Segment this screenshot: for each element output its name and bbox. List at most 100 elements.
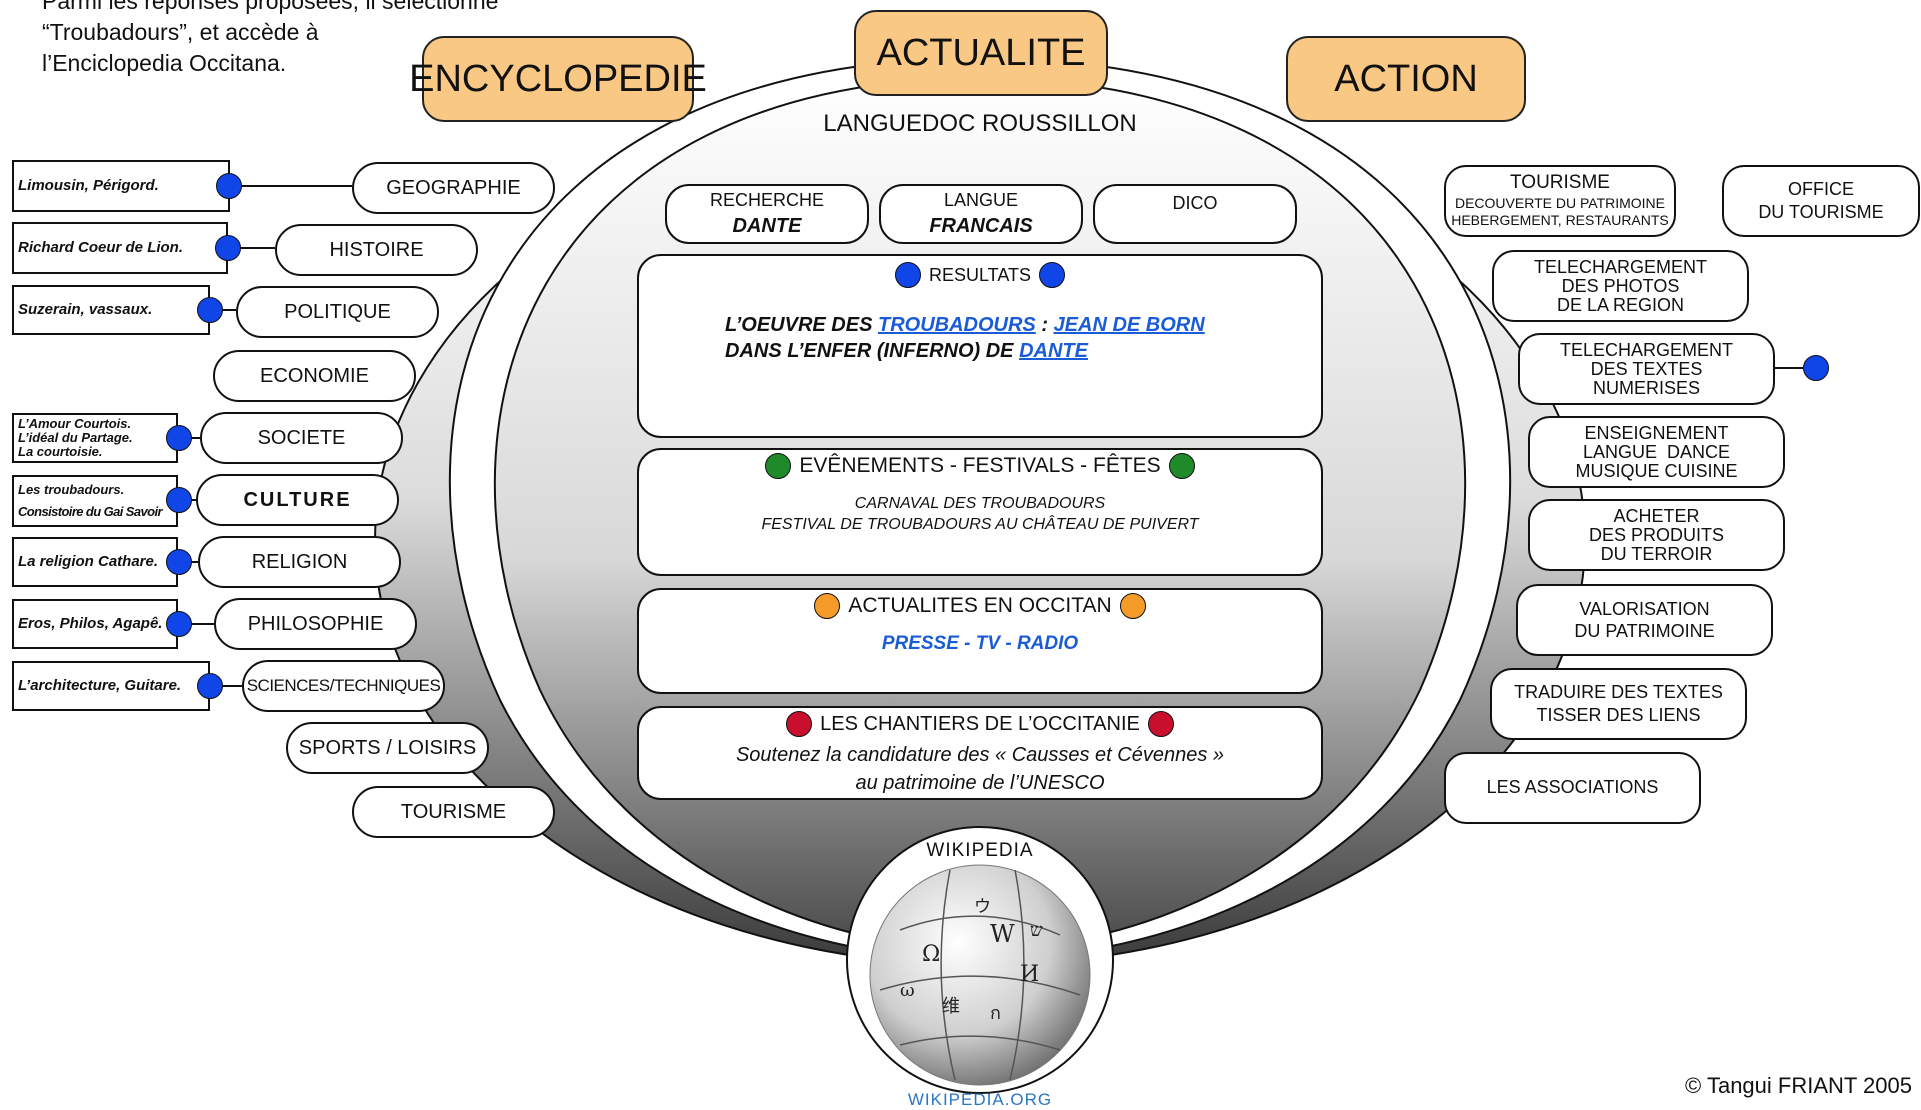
category-politique[interactable]: POLITIQUE: [236, 286, 439, 338]
category-sciences[interactable]: SCIENCES/TECHNIQUES: [242, 660, 445, 712]
note-politique[interactable]: Suzerain, vassaux.: [12, 285, 210, 335]
actualites-title-text: ACTUALITES EN OCCITAN: [848, 594, 1112, 617]
category-label: SCIENCES/TECHNIQUES: [246, 675, 441, 695]
chantiers-body: Soutenez la candidature des « Causses et…: [639, 741, 1321, 797]
action-tourisme[interactable]: TOURISME DECOUVERTE DU PATRIMOINE HEBERG…: [1444, 165, 1676, 237]
action-enseignement[interactable]: ENSEIGNEMENT LANGUE DANCE MUSIQUE CUISIN…: [1528, 416, 1785, 488]
category-label: TOURISME: [400, 801, 507, 823]
blue-dot-icon[interactable]: [166, 611, 192, 637]
category-philosophie[interactable]: PHILOSOPHIE: [214, 598, 417, 650]
actualite-header[interactable]: ACTUALITE: [854, 10, 1108, 96]
category-culture[interactable]: CULTURE: [196, 474, 399, 526]
action-associations[interactable]: LES ASSOCIATIONS: [1444, 752, 1701, 824]
intro-line-1: Parmi les réponses proposées, il sélecti…: [42, 0, 499, 14]
resultats-line-2: DANS L’ENFER (INFERNO) DE DANTE: [725, 338, 1321, 364]
actualites-panel[interactable]: ACTUALITES EN OCCITAN PRESSE - TV - RADI…: [637, 588, 1323, 694]
action-traduire[interactable]: TRADUIRE DES TEXTES TISSER DES LIENS: [1490, 668, 1747, 740]
resultats-panel: RESULTATS L’OEUVRE DES TROUBADOURS : JEA…: [637, 254, 1323, 438]
note-text: L’Amour Courtois.: [18, 416, 132, 431]
blue-dot-icon[interactable]: [197, 297, 223, 323]
globe-glyph: ก: [990, 1003, 1001, 1024]
category-geographie[interactable]: GEOGRAPHIE: [352, 162, 555, 214]
blue-dot-icon: [1039, 262, 1065, 288]
category-religion[interactable]: RELIGION: [198, 536, 401, 588]
category-economie[interactable]: ECONOMIE: [213, 350, 416, 402]
red-dot-icon: [1147, 711, 1174, 737]
category-societe[interactable]: SOCIETE: [200, 412, 403, 464]
intro-line-2: “Troubadours”, et accède à: [42, 19, 319, 45]
action-tourisme-sub1: DECOUVERTE DU PATRIMOINE: [1454, 195, 1666, 212]
blue-dot-icon[interactable]: [215, 235, 241, 261]
action-acheter[interactable]: ACHETER DES PRODUITS DU TERROIR: [1528, 499, 1785, 571]
recherche-value: DANTE: [732, 214, 802, 237]
blue-dot-icon[interactable]: [166, 487, 192, 513]
evenements-line-2: FESTIVAL DE TROUBADOURS AU CHÂTEAU DE PU…: [761, 516, 1199, 533]
action-header[interactable]: ACTION: [1286, 36, 1526, 122]
category-label: SPORTS / LOISIRS: [298, 737, 477, 759]
wikipedia-url[interactable]: WIKIPEDIA.ORG: [907, 1090, 1053, 1109]
action-enseignement-line-1: ENSEIGNEMENT: [1584, 422, 1729, 443]
action-textes[interactable]: TELECHARGEMENT DES TEXTES NUMERISES: [1518, 333, 1775, 405]
action-textes-line-2: DES TEXTES: [1590, 358, 1703, 379]
blue-dot-icon[interactable]: [166, 425, 192, 451]
category-tourisme[interactable]: TOURISME: [352, 786, 555, 838]
action-acheter-line-3: DU TERROIR: [1600, 543, 1713, 564]
wikipedia-logo-icon[interactable]: Ω W И ウ 维 ω ש ก: [880, 880, 1080, 1070]
globe-sphere: [869, 864, 1091, 1086]
actualites-text[interactable]: PRESSE - TV - RADIO: [881, 633, 1079, 654]
recherche-field[interactable]: RECHERCHE DANTE: [665, 184, 869, 244]
resultats-body: L’OEUVRE DES TROUBADOURS : JEAN DE BORN …: [725, 312, 1321, 364]
blue-dot-icon[interactable]: [197, 673, 223, 699]
action-enseignement-line-2: LANGUE DANCE: [1582, 441, 1731, 462]
action-tourisme-title: TOURISME: [1510, 172, 1610, 194]
orange-dot-icon: [1119, 593, 1146, 619]
category-label: ECONOMIE: [260, 365, 369, 387]
evenements-panel[interactable]: EVÊNEMENTS - FESTIVALS - FÊTES CARNAVAL …: [637, 448, 1323, 576]
note-histoire[interactable]: Richard Coeur de Lion.: [12, 222, 228, 274]
green-dot-icon: [1168, 453, 1195, 479]
category-sports[interactable]: SPORTS / LOISIRS: [286, 722, 489, 774]
actualites-title: ACTUALITES EN OCCITAN: [639, 593, 1321, 619]
note-culture[interactable]: Les troubadours. Consistoire du Gai Savo…: [12, 475, 178, 527]
dico-field[interactable]: DICO: [1093, 184, 1297, 244]
note-religion[interactable]: La religion Cathare.: [12, 537, 178, 587]
evenements-body: CARNAVAL DES TROUBADOURS FESTIVAL DE TRO…: [639, 493, 1321, 535]
category-label: SOCIETE: [257, 427, 346, 449]
action-photos[interactable]: TELECHARGEMENT DES PHOTOS DE LA REGION: [1492, 250, 1749, 322]
evenements-line-1: CARNAVAL DES TROUBADOURS: [854, 495, 1106, 512]
langue-select[interactable]: LANGUE FRANCAIS: [879, 184, 1083, 244]
blue-dot-icon[interactable]: [216, 173, 242, 199]
category-label: CULTURE: [243, 489, 352, 511]
category-label: RELIGION: [251, 551, 348, 573]
intro-line-3: l’Enciclopedia Occitana.: [42, 50, 287, 76]
intro-text: Parmi les réponses proposées, il sélecti…: [42, 0, 602, 79]
note-geographie[interactable]: Limousin, Périgord.: [12, 160, 230, 212]
note-societe[interactable]: L’Amour Courtois. L’idéal du Partage. La…: [12, 413, 178, 463]
resultats-title-text: RESULTATS: [928, 264, 1031, 285]
category-histoire[interactable]: HISTOIRE: [275, 224, 478, 276]
note-philosophie[interactable]: Eros, Philos, Agapê.: [12, 599, 178, 649]
blue-dot-icon[interactable]: [166, 549, 192, 575]
category-label: POLITIQUE: [284, 301, 391, 323]
orange-dot-icon: [814, 593, 841, 619]
green-dot-icon: [765, 453, 792, 479]
recherche-label: RECHERCHE: [709, 190, 824, 211]
action-associations-line-1: LES ASSOCIATIONS: [1486, 777, 1659, 798]
category-label: GEOGRAPHIE: [386, 177, 521, 199]
jean-de-born-link[interactable]: JEAN DE BORN: [1053, 314, 1205, 336]
note-text: Richard Coeur de Lion.: [18, 239, 184, 257]
globe-glyph: Ω: [922, 942, 941, 967]
note-sciences[interactable]: L’architecture, Guitare.: [12, 661, 210, 711]
action-office-line-1: OFFICE: [1788, 178, 1854, 199]
evenements-title-text: EVÊNEMENTS - FESTIVALS - FÊTES: [799, 454, 1161, 477]
action-office[interactable]: OFFICE DU TOURISME: [1722, 165, 1920, 237]
resultats-line-1: L’OEUVRE DES TROUBADOURS : JEAN DE BORN: [725, 312, 1321, 338]
blue-dot-icon[interactable]: [1803, 355, 1829, 381]
wikipedia-label: WIKIPEDIA: [926, 840, 1034, 861]
encyclopedie-header[interactable]: ENCYCLOPEDIE: [409, 36, 707, 122]
chantiers-line-1: Soutenez la candidature des « Causses et…: [735, 744, 1225, 766]
action-valorisation[interactable]: VALORISATION DU PATRIMOINE: [1516, 584, 1773, 656]
troubadours-link[interactable]: TROUBADOURS: [878, 314, 1036, 336]
chantiers-panel[interactable]: LES CHANTIERS DE L’OCCITANIE Soutenez la…: [637, 706, 1323, 800]
dante-link[interactable]: DANTE: [1019, 340, 1088, 362]
